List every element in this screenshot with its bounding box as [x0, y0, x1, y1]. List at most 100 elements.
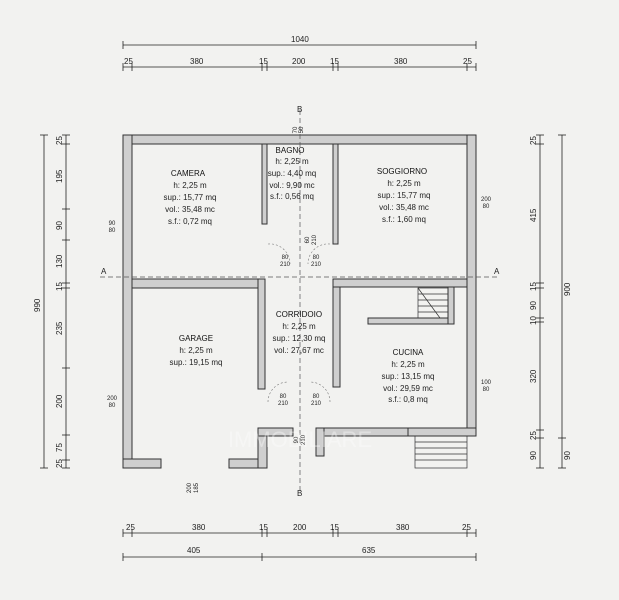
opening-labels: 90 80 200 80 200 80 100 80 70 50 80 210 … — [107, 126, 492, 493]
top-dimension-chain — [122, 41, 477, 71]
left-dim-2: 195 — [55, 169, 64, 183]
bottom-dim-1: 25 — [126, 523, 135, 532]
camera-sup: sup.: 15,77 mq — [164, 193, 217, 202]
bottom-dimension-chain — [122, 529, 477, 561]
watermark: IMMOBILIARE — [228, 427, 372, 452]
right-dimension-chain — [536, 134, 566, 469]
bagno-sf: s.f.: 0,56 mq — [270, 192, 314, 201]
right-dim-7: 25 — [529, 431, 538, 440]
bottom-dim-3: 15 — [259, 523, 268, 532]
bottom-dim-7: 25 — [462, 523, 471, 532]
top-total-dim: 1040 — [291, 35, 309, 44]
left-dim-1: 25 — [55, 136, 64, 145]
bottom-dim-2: 380 — [192, 523, 206, 532]
right-dim-1: 25 — [529, 136, 538, 145]
w-bagno-w: 70 — [293, 126, 299, 133]
w-camera-h: 80 — [109, 228, 116, 234]
right-dim-3: 15 — [529, 282, 538, 291]
bottom-dim-6: 380 — [396, 523, 410, 532]
room-camera: CAMERA h: 2,25 m sup.: 15,77 mq vol.: 35… — [164, 169, 217, 226]
left-dim-9: 25 — [55, 459, 64, 468]
right-dim-4: 90 — [529, 301, 538, 310]
garage-door-w: 200 — [187, 482, 193, 493]
walls — [122, 134, 477, 469]
bottom-total-2: 635 — [362, 546, 376, 555]
door-swings — [267, 243, 331, 403]
cucina-sf: s.f.: 0,8 mq — [388, 395, 428, 404]
left-total-dim: 990 — [33, 298, 42, 312]
top-dim-4: 200 — [292, 57, 306, 66]
room-bagno: BAGNO h: 2,25 m sup.: 4,40 mq vol.: 9,90… — [268, 146, 316, 201]
stairs-internal — [417, 287, 449, 319]
room-soggiorno: SOGGIORNO h: 2,25 m sup.: 15,77 mq vol.:… — [377, 167, 431, 224]
section-a-left: A — [101, 267, 107, 276]
bagno-name: BAGNO — [276, 146, 305, 155]
right-dim-8: 90 — [529, 451, 538, 460]
corridoio-name: CORRIDOIO — [276, 310, 322, 319]
w-bagno-h: 50 — [299, 126, 305, 133]
cucina-vol: vol.: 29,59 mc — [383, 384, 433, 393]
soggiorno-sup: sup.: 15,77 mq — [378, 191, 431, 200]
soggiorno-h: h: 2,25 m — [387, 179, 421, 188]
cucina-h: h: 2,25 m — [391, 360, 425, 369]
corridoio-sup: sup.: 12,30 mq — [273, 334, 326, 343]
top-dim-1: 25 — [124, 57, 133, 66]
bagno-h: h: 2,25 m — [275, 157, 309, 166]
bottom-dim-4: 200 — [293, 523, 307, 532]
left-dim-4: 130 — [55, 254, 64, 268]
left-dim-8: 75 — [55, 443, 64, 452]
left-dim-3: 90 — [55, 221, 64, 230]
w-soggiorno-h: 80 — [483, 204, 490, 210]
section-b-bottom: B — [297, 489, 302, 498]
bagno-vol: vol.: 9,90 mc — [269, 181, 314, 190]
top-dim-7: 25 — [463, 57, 472, 66]
w-garage-h: 80 — [109, 403, 116, 409]
right-total-900: 900 — [563, 282, 572, 296]
camera-name: CAMERA — [171, 169, 206, 178]
stairs-external — [414, 435, 468, 469]
left-dim-5: 15 — [55, 282, 64, 291]
w-soggiorno-w: 200 — [481, 197, 492, 203]
camera-h: h: 2,25 m — [173, 181, 207, 190]
room-corridoio: CORRIDOIO h: 2,25 m sup.: 12,30 mq vol.:… — [273, 310, 326, 355]
room-garage: GARAGE h: 2,25 m sup.: 19,15 mq — [170, 334, 223, 367]
left-dim-6: 235 — [55, 321, 64, 335]
corridoio-h: h: 2,25 m — [282, 322, 316, 331]
d-cucina-h: 210 — [311, 401, 322, 407]
d-entry-w: 90 — [294, 436, 300, 443]
d-soggiorno-h: 210 — [311, 262, 322, 268]
section-lines — [100, 110, 500, 492]
top-dim-3: 15 — [259, 57, 268, 66]
right-dim-2: 415 — [529, 208, 538, 222]
bottom-dim-5: 15 — [330, 523, 339, 532]
section-a-right: A — [494, 267, 500, 276]
camera-sf: s.f.: 0,72 mq — [168, 217, 212, 226]
bottom-total-1: 405 — [187, 546, 201, 555]
soggiorno-vol: vol.: 35,48 mc — [379, 203, 429, 212]
d-bagno-h: 210 — [312, 234, 318, 245]
soggiorno-sf: s.f.: 1,60 mq — [382, 215, 426, 224]
d-soggiorno-w: 80 — [313, 255, 320, 261]
garage-name: GARAGE — [179, 334, 213, 343]
right-dim-6: 320 — [529, 369, 538, 383]
garage-sup: sup.: 19,15 mq — [170, 358, 223, 367]
room-cucina: CUCINA h: 2,25 m sup.: 13,15 mq vol.: 29… — [382, 348, 435, 404]
bagno-sup: sup.: 4,40 mq — [268, 169, 316, 178]
right-dim-5: 10 — [529, 316, 538, 325]
left-dim-7: 200 — [55, 394, 64, 408]
soggiorno-name: SOGGIORNO — [377, 167, 427, 176]
d-camera-h: 210 — [280, 262, 291, 268]
garage-h: h: 2,25 m — [179, 346, 213, 355]
d-garage-h: 210 — [278, 401, 289, 407]
top-dim-2: 380 — [190, 57, 204, 66]
top-dim-6: 380 — [394, 57, 408, 66]
d-bagno-w: 60 — [305, 236, 311, 243]
section-b-top: B — [297, 105, 302, 114]
right-total-90: 90 — [563, 451, 572, 460]
top-dim-5: 15 — [330, 57, 339, 66]
w-cucina-w: 100 — [481, 380, 492, 386]
d-camera-w: 80 — [282, 255, 289, 261]
cucina-sup: sup.: 13,15 mq — [382, 372, 435, 381]
cucina-name: CUCINA — [393, 348, 424, 357]
